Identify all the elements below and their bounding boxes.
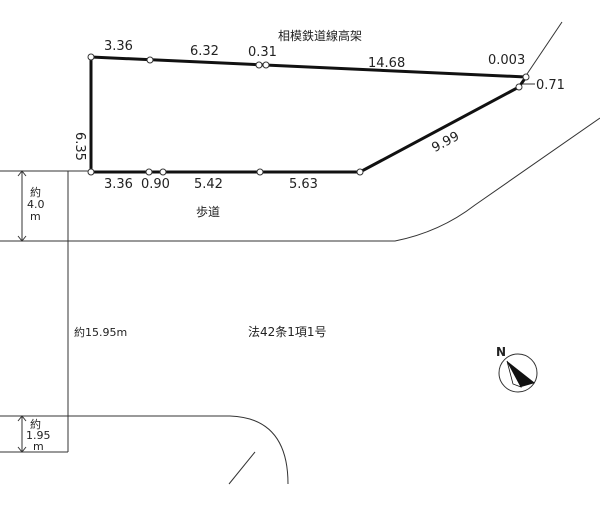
sidewalk-width-line3: m	[30, 210, 41, 223]
boundary-marker	[159, 168, 167, 176]
lower-width-line2: 1.95	[26, 429, 51, 442]
dim-tick	[17, 170, 27, 177]
sidewalk-edge-line	[0, 117, 600, 242]
dim-top-1: 3.36	[104, 39, 133, 54]
road-type-label: 法42条1項1号	[248, 325, 327, 339]
boundary-marker	[87, 168, 95, 176]
dim-bottom-3: 5.42	[194, 177, 223, 192]
sidewalk-width-line1: 約	[30, 185, 41, 199]
railway-edge-line	[524, 21, 563, 78]
boundary-marker	[356, 168, 364, 176]
sidewalk-label: 歩道	[196, 204, 220, 219]
boundary-marker	[87, 53, 95, 61]
road-width-label: 約15.95m	[74, 325, 127, 339]
boundary-marker	[146, 56, 154, 64]
boundary-marker	[255, 61, 263, 69]
lower-width-line3: m	[33, 440, 44, 453]
lower-diagonal-line	[228, 451, 256, 485]
dim-bottom-4: 5.63	[289, 177, 318, 192]
lot-boundary	[89, 55, 529, 174]
boundary-marker	[145, 168, 153, 176]
dim-top-4: 14.68	[368, 56, 405, 71]
dim-bottom-2: 0.90	[141, 177, 170, 192]
lower-curb-line	[0, 415, 289, 485]
boundary-marker	[256, 168, 264, 176]
north-arrow-icon: N	[496, 345, 538, 393]
boundary-marker	[262, 61, 270, 69]
boundary-marker	[515, 83, 523, 91]
dim-tick	[17, 235, 27, 242]
boundary-marker	[522, 73, 530, 81]
dim-top-2: 6.32	[190, 44, 219, 59]
dim-bottom-1: 3.36	[104, 177, 133, 192]
dim-tick	[17, 415, 27, 422]
dim-right-1: 0.71	[536, 78, 565, 93]
dim-top-3: 0.31	[248, 45, 277, 60]
north-label: N	[496, 345, 506, 359]
railway-label: 相模鉄道線高架	[278, 28, 362, 43]
sidewalk-width-line2: 4.0	[27, 198, 45, 211]
lower-width-line1: 約	[30, 417, 41, 431]
dim-top-5: 0.003	[488, 53, 525, 68]
dim-left-1: 6.35	[72, 132, 87, 161]
